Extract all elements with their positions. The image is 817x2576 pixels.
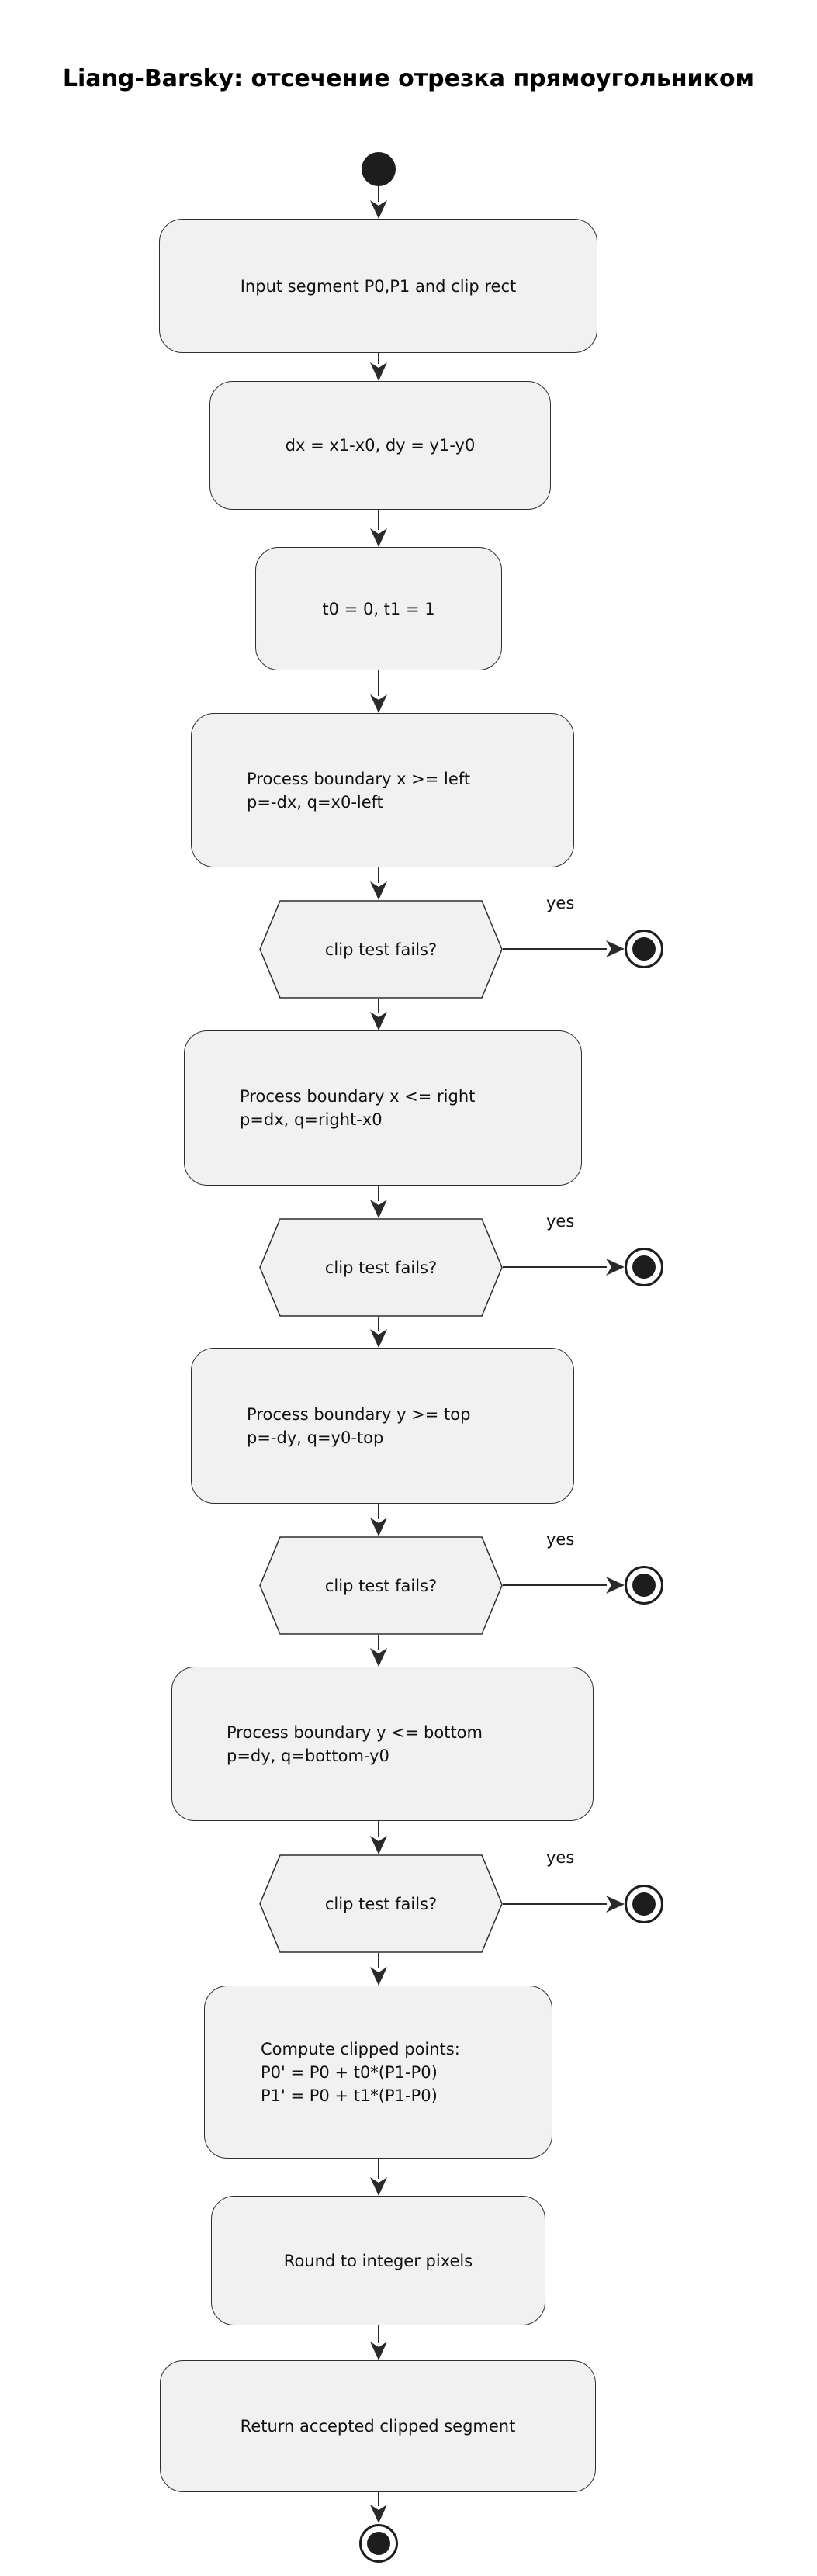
activity-boundary-top: Process boundary y >= top p=-dy, q=y0-to… xyxy=(191,1348,574,1504)
hexagon-shape xyxy=(259,1218,503,1317)
arrowhead-right-icon xyxy=(606,1896,625,1913)
edge-line xyxy=(378,1317,379,1331)
activity-text: p=-dx, q=x0-left xyxy=(247,792,383,812)
edge-line xyxy=(503,1584,607,1586)
edge-line xyxy=(378,1186,379,1201)
decision-label: clip test fails? xyxy=(324,1258,438,1277)
activity-text: p=dy, q=bottom-y0 xyxy=(227,1746,389,1765)
arrowhead-right-icon xyxy=(606,940,625,957)
arrowhead-down-icon xyxy=(370,1967,387,1986)
arrowhead-down-icon xyxy=(370,1012,387,1030)
edge-line xyxy=(378,1504,379,1519)
arrowhead-down-icon xyxy=(370,694,387,713)
edge-line xyxy=(378,670,379,696)
arrowhead-down-icon xyxy=(370,528,387,547)
activity-t-init: t0 = 0, t1 = 1 xyxy=(255,547,502,670)
edge-line xyxy=(378,1821,379,1837)
arrowhead-down-icon xyxy=(370,2342,387,2360)
edge-line xyxy=(378,1953,379,1968)
activity-text: p=dx, q=right-x0 xyxy=(240,1110,383,1129)
end-node-2 xyxy=(625,1248,663,1286)
activity-return-segment: Return accepted clipped segment xyxy=(160,2360,596,2492)
end-dot-icon xyxy=(632,1892,656,1916)
decision-clip-test-3: clip test fails? xyxy=(259,1536,503,1635)
yes-label-4: yes xyxy=(546,1848,575,1867)
end-node-3 xyxy=(625,1566,663,1605)
activity-text: t0 = 0, t1 = 1 xyxy=(322,599,435,618)
yes-label-3: yes xyxy=(546,1530,575,1549)
end-dot-icon xyxy=(367,2532,390,2555)
diagram-title: Liang-Barsky: отсечение отрезка прямоуго… xyxy=(62,65,755,92)
hexagon-shape xyxy=(259,900,503,999)
edge-line xyxy=(378,2492,379,2506)
arrowhead-down-icon xyxy=(370,881,387,900)
activity-text: Process boundary x >= left xyxy=(247,769,471,788)
arrowhead-down-icon xyxy=(370,1836,387,1854)
hexagon-shape xyxy=(259,1854,503,1953)
arrowhead-down-icon xyxy=(370,200,387,219)
decision-label: clip test fails? xyxy=(324,940,438,959)
activity-text: dx = x1-x0, dy = y1-y0 xyxy=(285,436,476,455)
yes-label-2: yes xyxy=(546,1212,575,1231)
decision-clip-test-2: clip test fails? xyxy=(259,1218,503,1317)
arrowhead-down-icon xyxy=(370,2505,387,2523)
decision-clip-test-1: clip test fails? xyxy=(259,900,503,999)
edge-line xyxy=(503,1903,607,1905)
arrowhead-right-icon xyxy=(606,1577,625,1594)
activity-text: p=-dy, q=y0-top xyxy=(247,1428,384,1447)
activity-round-pixels: Round to integer pixels xyxy=(211,2196,545,2325)
activity-text: Process boundary y >= top xyxy=(247,1404,471,1424)
edge-line xyxy=(378,2159,379,2179)
activity-boundary-left: Process boundary x >= left p=-dx, q=x0-l… xyxy=(191,713,574,867)
arrowhead-down-icon xyxy=(370,1518,387,1536)
edge-line xyxy=(378,867,379,883)
end-dot-icon xyxy=(632,1255,656,1279)
activity-text: Compute clipped points: xyxy=(261,2039,460,2058)
edge-line xyxy=(378,510,379,530)
arrowhead-down-icon xyxy=(370,362,387,381)
end-node-final xyxy=(359,2524,398,2563)
end-dot-icon xyxy=(632,937,656,961)
end-node-1 xyxy=(625,930,663,968)
hexagon-shape xyxy=(259,1536,503,1635)
end-node-4 xyxy=(625,1885,663,1923)
activity-text: Input segment P0,P1 and clip rect xyxy=(240,276,517,296)
activity-text: Process boundary y <= bottom xyxy=(227,1723,483,1742)
arrowhead-down-icon xyxy=(370,2177,387,2196)
edge-line xyxy=(378,2325,379,2343)
edge-line xyxy=(503,948,607,950)
activity-input-segment: Input segment P0,P1 and clip rect xyxy=(159,219,597,353)
activity-text: Round to integer pixels xyxy=(283,2251,473,2270)
activity-deltas: dx = x1-x0, dy = y1-y0 xyxy=(209,381,551,510)
arrowhead-down-icon xyxy=(370,1648,387,1667)
end-dot-icon xyxy=(632,1574,656,1597)
start-node-icon xyxy=(362,152,396,186)
edge-line xyxy=(378,353,379,364)
arrowhead-down-icon xyxy=(370,1200,387,1218)
activity-text: P1' = P0 + t1*(P1-P0) xyxy=(261,2086,438,2105)
activity-text: P0' = P0 + t0*(P1-P0) xyxy=(261,2062,438,2082)
edge-line xyxy=(503,1266,607,1268)
activity-boundary-right: Process boundary x <= right p=dx, q=righ… xyxy=(184,1030,582,1186)
edge-line xyxy=(378,1635,379,1650)
activity-boundary-bottom: Process boundary y <= bottom p=dy, q=bot… xyxy=(171,1667,594,1821)
activity-text: Return accepted clipped segment xyxy=(240,2417,516,2436)
decision-clip-test-4: clip test fails? xyxy=(259,1854,503,1953)
arrowhead-down-icon xyxy=(370,1329,387,1348)
yes-label-1: yes xyxy=(546,894,575,912)
activity-compute-clipped: Compute clipped points: P0' = P0 + t0*(P… xyxy=(204,1986,552,2159)
decision-label: clip test fails? xyxy=(324,1576,438,1595)
arrowhead-right-icon xyxy=(606,1259,625,1276)
edge-line xyxy=(378,999,379,1013)
activity-text: Process boundary x <= right xyxy=(240,1087,476,1106)
decision-label: clip test fails? xyxy=(324,1894,438,1913)
edge-line xyxy=(378,186,379,202)
